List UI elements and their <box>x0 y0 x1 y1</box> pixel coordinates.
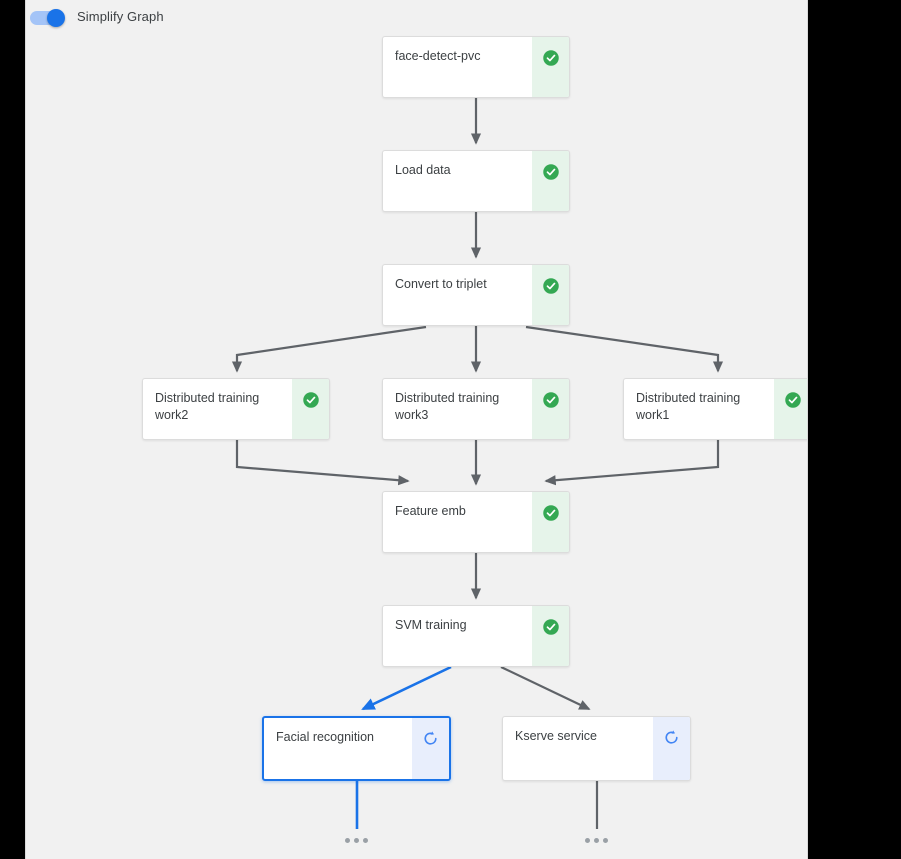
graph-edge <box>525 325 724 373</box>
graph-node-distributed-training-work2[interactable]: Distributed training work2 <box>142 378 330 440</box>
graph-node-label: Facial recognition <box>276 730 374 744</box>
graph-node-label: Distributed training work2 <box>155 391 260 422</box>
refresh-icon <box>663 729 681 747</box>
toggle-knob <box>47 9 65 27</box>
check-circle-icon <box>542 277 560 295</box>
graph-node-status-strip <box>653 717 690 780</box>
check-circle-icon <box>302 391 320 409</box>
graph-node-status-strip <box>532 265 569 325</box>
graph-more-indicator-more-left[interactable] <box>345 838 371 846</box>
graph-node-kserve-service[interactable]: Kserve service <box>502 716 691 781</box>
check-circle-icon <box>542 163 560 181</box>
graph-node-status-strip <box>532 379 569 439</box>
check-circle-icon <box>784 392 801 408</box>
check-circle-icon <box>542 619 559 635</box>
check-circle-icon <box>542 49 560 67</box>
graph-node-status-strip <box>532 151 569 211</box>
graph-toolbar: Simplify Graph <box>26 0 807 36</box>
simplify-graph-toggle[interactable] <box>30 9 70 27</box>
graph-node-status-strip <box>412 718 449 779</box>
graph-node-label: Feature emb <box>395 504 466 518</box>
check-circle-icon <box>542 392 559 408</box>
graph-node-label: Convert to triplet <box>395 277 487 291</box>
graph-node-label: Load data <box>395 163 451 177</box>
graph-edge <box>235 440 410 486</box>
refresh-icon <box>423 731 437 745</box>
graph-edges-layer <box>231 98 724 829</box>
graph-node-face-detect-pvc[interactable]: face-detect-pvc <box>382 36 570 98</box>
graph-node-convert-to-triplet[interactable]: Convert to triplet <box>382 264 570 326</box>
graph-node-facial-recognition[interactable]: Facial recognition <box>262 716 451 781</box>
check-circle-icon <box>542 50 559 66</box>
graph-edge <box>500 666 591 710</box>
check-circle-icon <box>542 391 560 409</box>
graph-edge <box>361 665 452 711</box>
simplify-graph-label: Simplify Graph <box>77 9 164 24</box>
graph-node-load-data[interactable]: Load data <box>382 150 570 212</box>
graph-node-distributed-training-work1[interactable]: Distributed training work1 <box>623 378 807 440</box>
graph-node-label: Kserve service <box>515 729 597 743</box>
check-circle-icon <box>542 618 560 636</box>
graph-node-status-strip <box>532 37 569 97</box>
graph-more-indicator-more-right[interactable] <box>585 838 611 846</box>
graph-node-distributed-training-work3[interactable]: Distributed training work3 <box>382 378 570 440</box>
dot <box>345 838 350 843</box>
graph-node-label: face-detect-pvc <box>395 49 481 63</box>
dot <box>363 838 368 843</box>
dot <box>354 838 359 843</box>
check-circle-icon <box>784 391 802 409</box>
refresh-icon <box>664 730 678 744</box>
graph-node-feature-emb[interactable]: Feature emb <box>382 491 570 553</box>
check-circle-icon <box>542 164 559 180</box>
dot <box>585 838 590 843</box>
graph-node-status-strip <box>532 606 569 666</box>
graph-node-label: Distributed training work1 <box>636 391 741 422</box>
check-circle-icon <box>302 392 319 408</box>
dot <box>603 838 608 843</box>
graph-node-status-strip <box>774 379 807 439</box>
graph-node-svm-training[interactable]: SVM training <box>382 605 570 667</box>
graph-edge <box>231 325 427 373</box>
check-circle-icon <box>542 278 559 294</box>
graph-node-label: SVM training <box>395 618 467 632</box>
graph-node-label: Distributed training work3 <box>395 391 500 422</box>
check-circle-icon <box>542 505 559 521</box>
graph-node-status-strip <box>532 492 569 552</box>
graph-edge <box>544 440 720 486</box>
refresh-icon <box>422 730 440 748</box>
graph-node-status-strip <box>292 379 329 439</box>
dot <box>594 838 599 843</box>
check-circle-icon <box>542 504 560 522</box>
